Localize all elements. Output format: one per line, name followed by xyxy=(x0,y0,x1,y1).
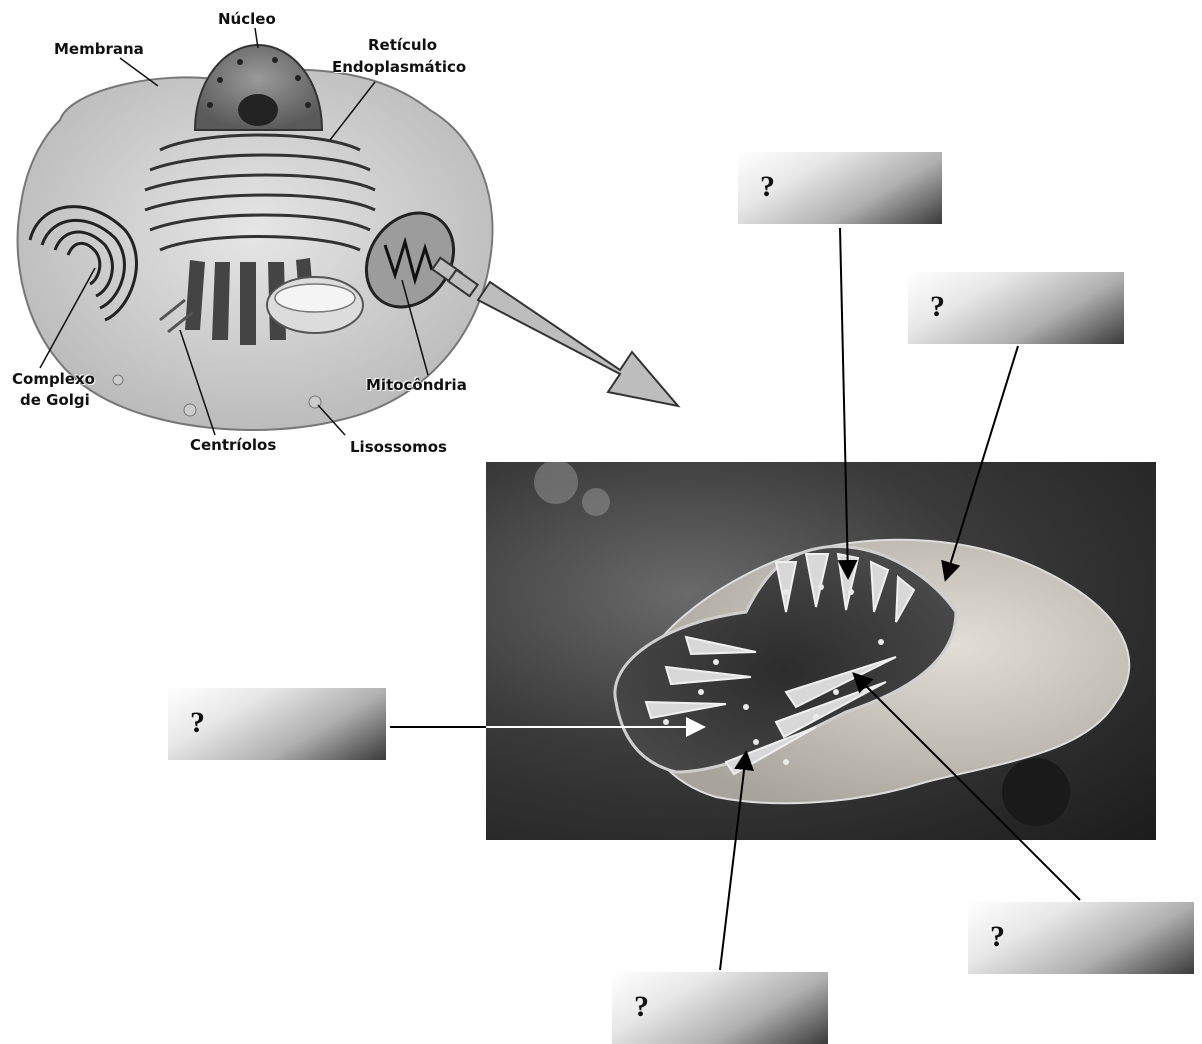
question-box-top[interactable]: ? xyxy=(738,152,942,224)
label-mitocondria: Mitocôndria xyxy=(366,376,467,394)
question-mark: ? xyxy=(930,290,945,324)
label-membrana: Membrana xyxy=(54,40,144,58)
question-box-left[interactable]: ? xyxy=(168,688,386,760)
label-complexo-line2: de Golgi xyxy=(20,391,90,409)
label-centriolos: Centríolos xyxy=(190,436,276,454)
question-box-lower-right[interactable]: ? xyxy=(968,902,1194,974)
label-lisossomos: Lisossomos xyxy=(350,438,447,456)
question-mark: ? xyxy=(990,920,1005,954)
label-reticulo-line1: Retículo xyxy=(368,36,437,54)
label-nucleo: Núcleo xyxy=(218,10,276,28)
question-mark: ? xyxy=(190,706,205,740)
label-reticulo-line2: Endoplasmático xyxy=(332,58,466,76)
question-mark: ? xyxy=(634,990,649,1024)
zoom-arrow xyxy=(432,258,678,406)
question-mark: ? xyxy=(760,170,775,204)
question-box-upper-right[interactable]: ? xyxy=(908,272,1124,344)
mitochondrion-cross-section-image xyxy=(486,462,1156,840)
label-complexo-line1: Complexo xyxy=(12,370,95,388)
question-box-bottom[interactable]: ? xyxy=(612,972,828,1044)
